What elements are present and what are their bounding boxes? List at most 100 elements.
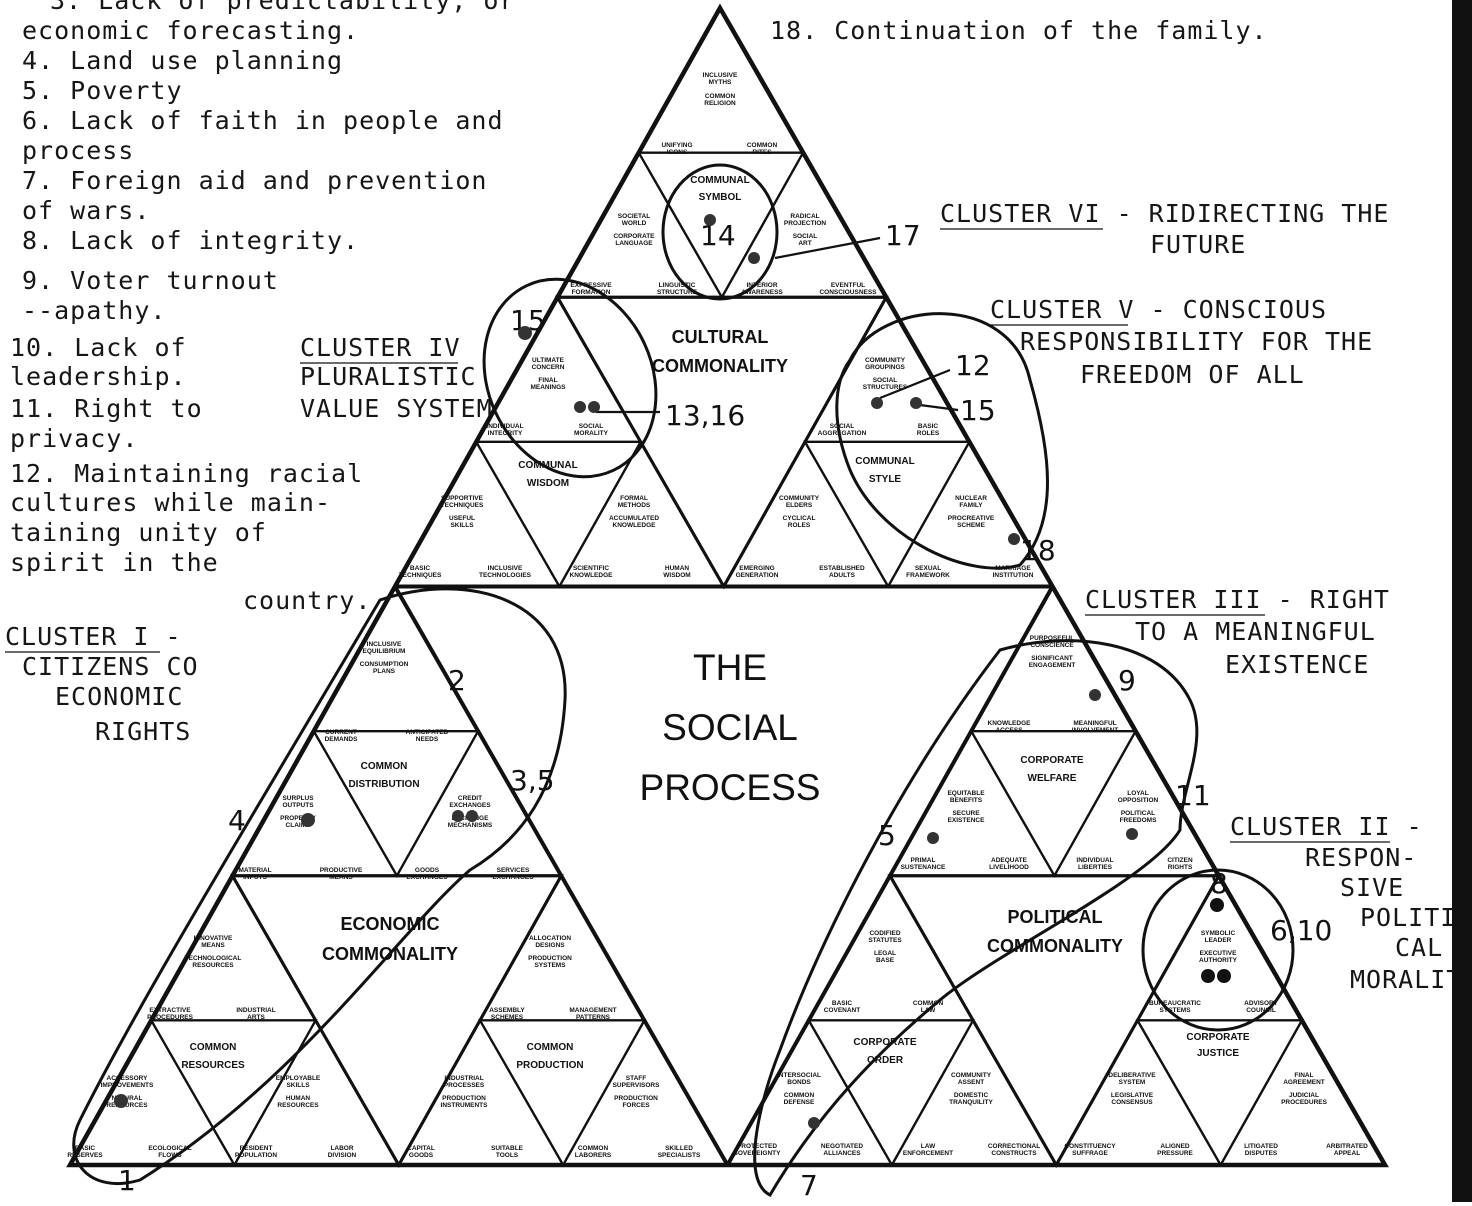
corporate-order-1: CORPORATE bbox=[853, 1037, 916, 1048]
hand-7: 7 bbox=[800, 1169, 818, 1202]
cluster-ii-label: CLUSTER II - RESPON- SIVE POLITI- CAL MO… bbox=[1230, 812, 1472, 994]
corporate-order-2: ORDER bbox=[867, 1055, 904, 1066]
pointer-12 bbox=[879, 368, 951, 400]
mark-dot bbox=[466, 810, 478, 822]
mark-dot bbox=[910, 397, 922, 409]
political-label-2: COMMONALITY bbox=[987, 936, 1123, 956]
mark-dot bbox=[452, 810, 464, 822]
svg-text:CAL: CAL bbox=[1395, 933, 1443, 962]
scan-edge bbox=[1452, 0, 1472, 1202]
loop-cluster-iii bbox=[753, 639, 1199, 1197]
cluster-iii-label: CLUSTER III - RIGHT TO A MEANINGFUL EXIS… bbox=[1085, 585, 1389, 679]
hand-2: 2 bbox=[448, 664, 466, 697]
svg-text:RIGHTS: RIGHTS bbox=[95, 717, 191, 746]
triangle-edge bbox=[230, 728, 399, 877]
list-item-9-cont: --apathy. bbox=[22, 296, 166, 325]
svg-text:RESPON-: RESPON- bbox=[1305, 843, 1417, 872]
svg-text:FUTURE: FUTURE bbox=[1150, 230, 1246, 259]
mark-dot bbox=[574, 401, 586, 413]
mark-dot bbox=[1089, 689, 1101, 701]
svg-text:PLURALISTIC: PLURALISTIC bbox=[300, 362, 477, 391]
list-item-12: 12. Maintaining racial bbox=[10, 459, 363, 488]
hand-5: 5 bbox=[878, 819, 896, 852]
svg-text:RESPONSIBILITY FOR THE: RESPONSIBILITY FOR THE bbox=[1020, 327, 1373, 356]
communal-style-1: COMMUNAL bbox=[855, 456, 914, 467]
list-item-12-cont3: spirit in the bbox=[10, 548, 219, 577]
svg-text:CLUSTER II -: CLUSTER II - bbox=[1230, 812, 1423, 841]
hand-1: 1 bbox=[118, 1164, 136, 1197]
loop-cluster-i bbox=[72, 587, 567, 1186]
triangle-grid bbox=[66, 3, 1389, 1169]
svg-text:FREEDOM OF ALL: FREEDOM OF ALL bbox=[1080, 360, 1305, 389]
triangle-edge bbox=[721, 439, 891, 588]
hand-13-16: 13,16 bbox=[665, 399, 745, 432]
loop-cluster-ii bbox=[1141, 868, 1295, 1032]
cluster-i-label: CLUSTER I - CITIZENS CO ECONOMIC RIGHTS bbox=[5, 622, 198, 746]
triangle-edge bbox=[394, 728, 564, 877]
loop-cluster-vi bbox=[661, 163, 779, 301]
center-word-2: SOCIAL bbox=[662, 707, 798, 748]
hand-9: 9 bbox=[1118, 664, 1136, 697]
hand-17: 17 bbox=[885, 219, 921, 252]
corporate-justice-1: CORPORATE bbox=[1186, 1032, 1249, 1043]
common-distribution-2: DISTRIBUTION bbox=[348, 779, 419, 790]
cluster-iv-label: CLUSTER IV PLURALISTIC VALUE SYSTEM bbox=[300, 333, 492, 423]
hand-11: 11 bbox=[1175, 779, 1211, 812]
communal-style-2: STYLE bbox=[869, 474, 902, 485]
list-item-5: 5. Poverty bbox=[22, 76, 183, 105]
handwritten-numbers: 1 2 3,5 4 5 6,10 7 8 9 11 12 13,16 14 15… bbox=[118, 219, 1332, 1202]
mark-dot bbox=[518, 326, 532, 340]
communal-wisdom-2: WISDOM bbox=[527, 478, 569, 489]
common-resources-1: COMMON bbox=[190, 1042, 237, 1053]
svg-text:CLUSTER IV: CLUSTER IV bbox=[300, 333, 461, 362]
svg-text:ECONOMIC: ECONOMIC bbox=[55, 682, 183, 711]
list-item-3-cont: economic forecasting. bbox=[22, 16, 359, 45]
mark-dot bbox=[301, 813, 315, 827]
list-item-6: 6. Lack of faith in people and bbox=[22, 106, 504, 135]
cultural-label-1: CULTURAL bbox=[672, 327, 769, 347]
